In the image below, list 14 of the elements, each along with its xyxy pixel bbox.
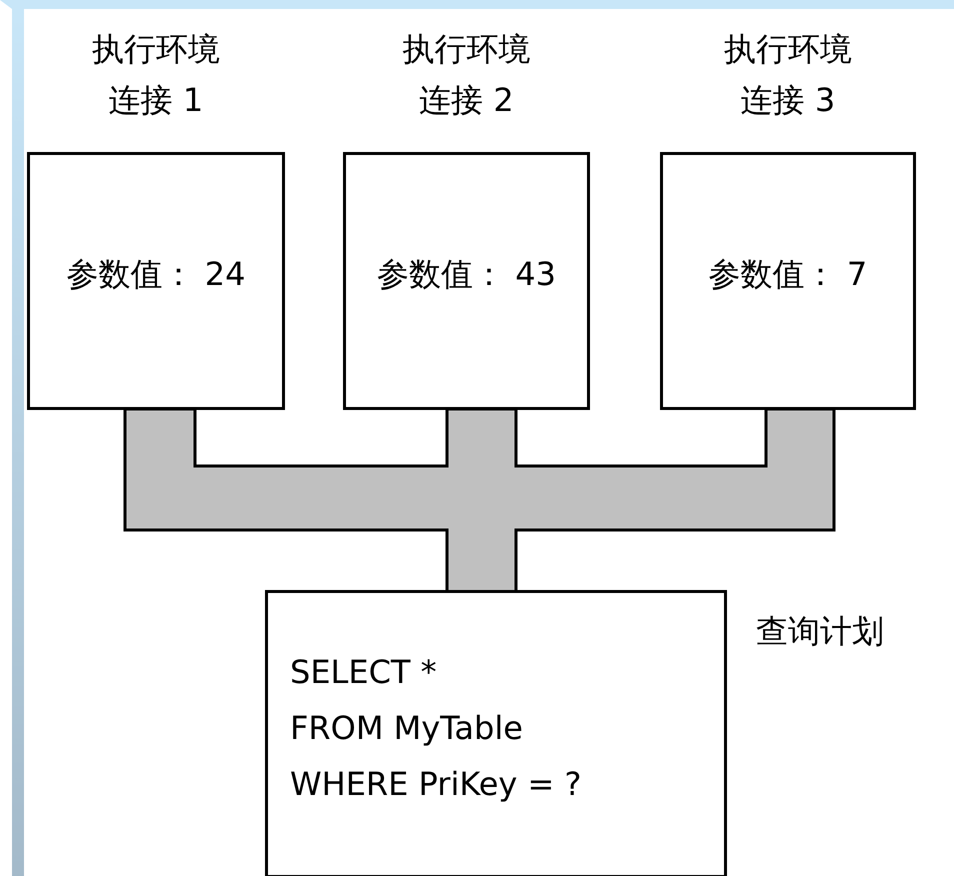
query-text: SELECT *: [290, 653, 437, 691]
query-text: FROM MyTable: [290, 709, 523, 747]
heading-text: 执行环境: [92, 30, 220, 68]
heading-text: 执行环境: [402, 30, 530, 68]
query-plan-box: [265, 590, 727, 876]
heading-text: 执行环境: [724, 30, 852, 68]
parameter-value-text: 参数值： 24: [66, 255, 246, 293]
heading-text: 连接 2: [419, 81, 514, 119]
caption-text: 查询计划: [756, 612, 884, 650]
heading-text: 连接 1: [108, 81, 204, 119]
query-text: WHERE PriKey = ?: [290, 765, 582, 803]
parameter-value-text: 参数值： 7: [708, 255, 868, 293]
heading-text: 连接 3: [740, 81, 836, 119]
parameter-value-text: 参数值： 43: [377, 255, 556, 293]
